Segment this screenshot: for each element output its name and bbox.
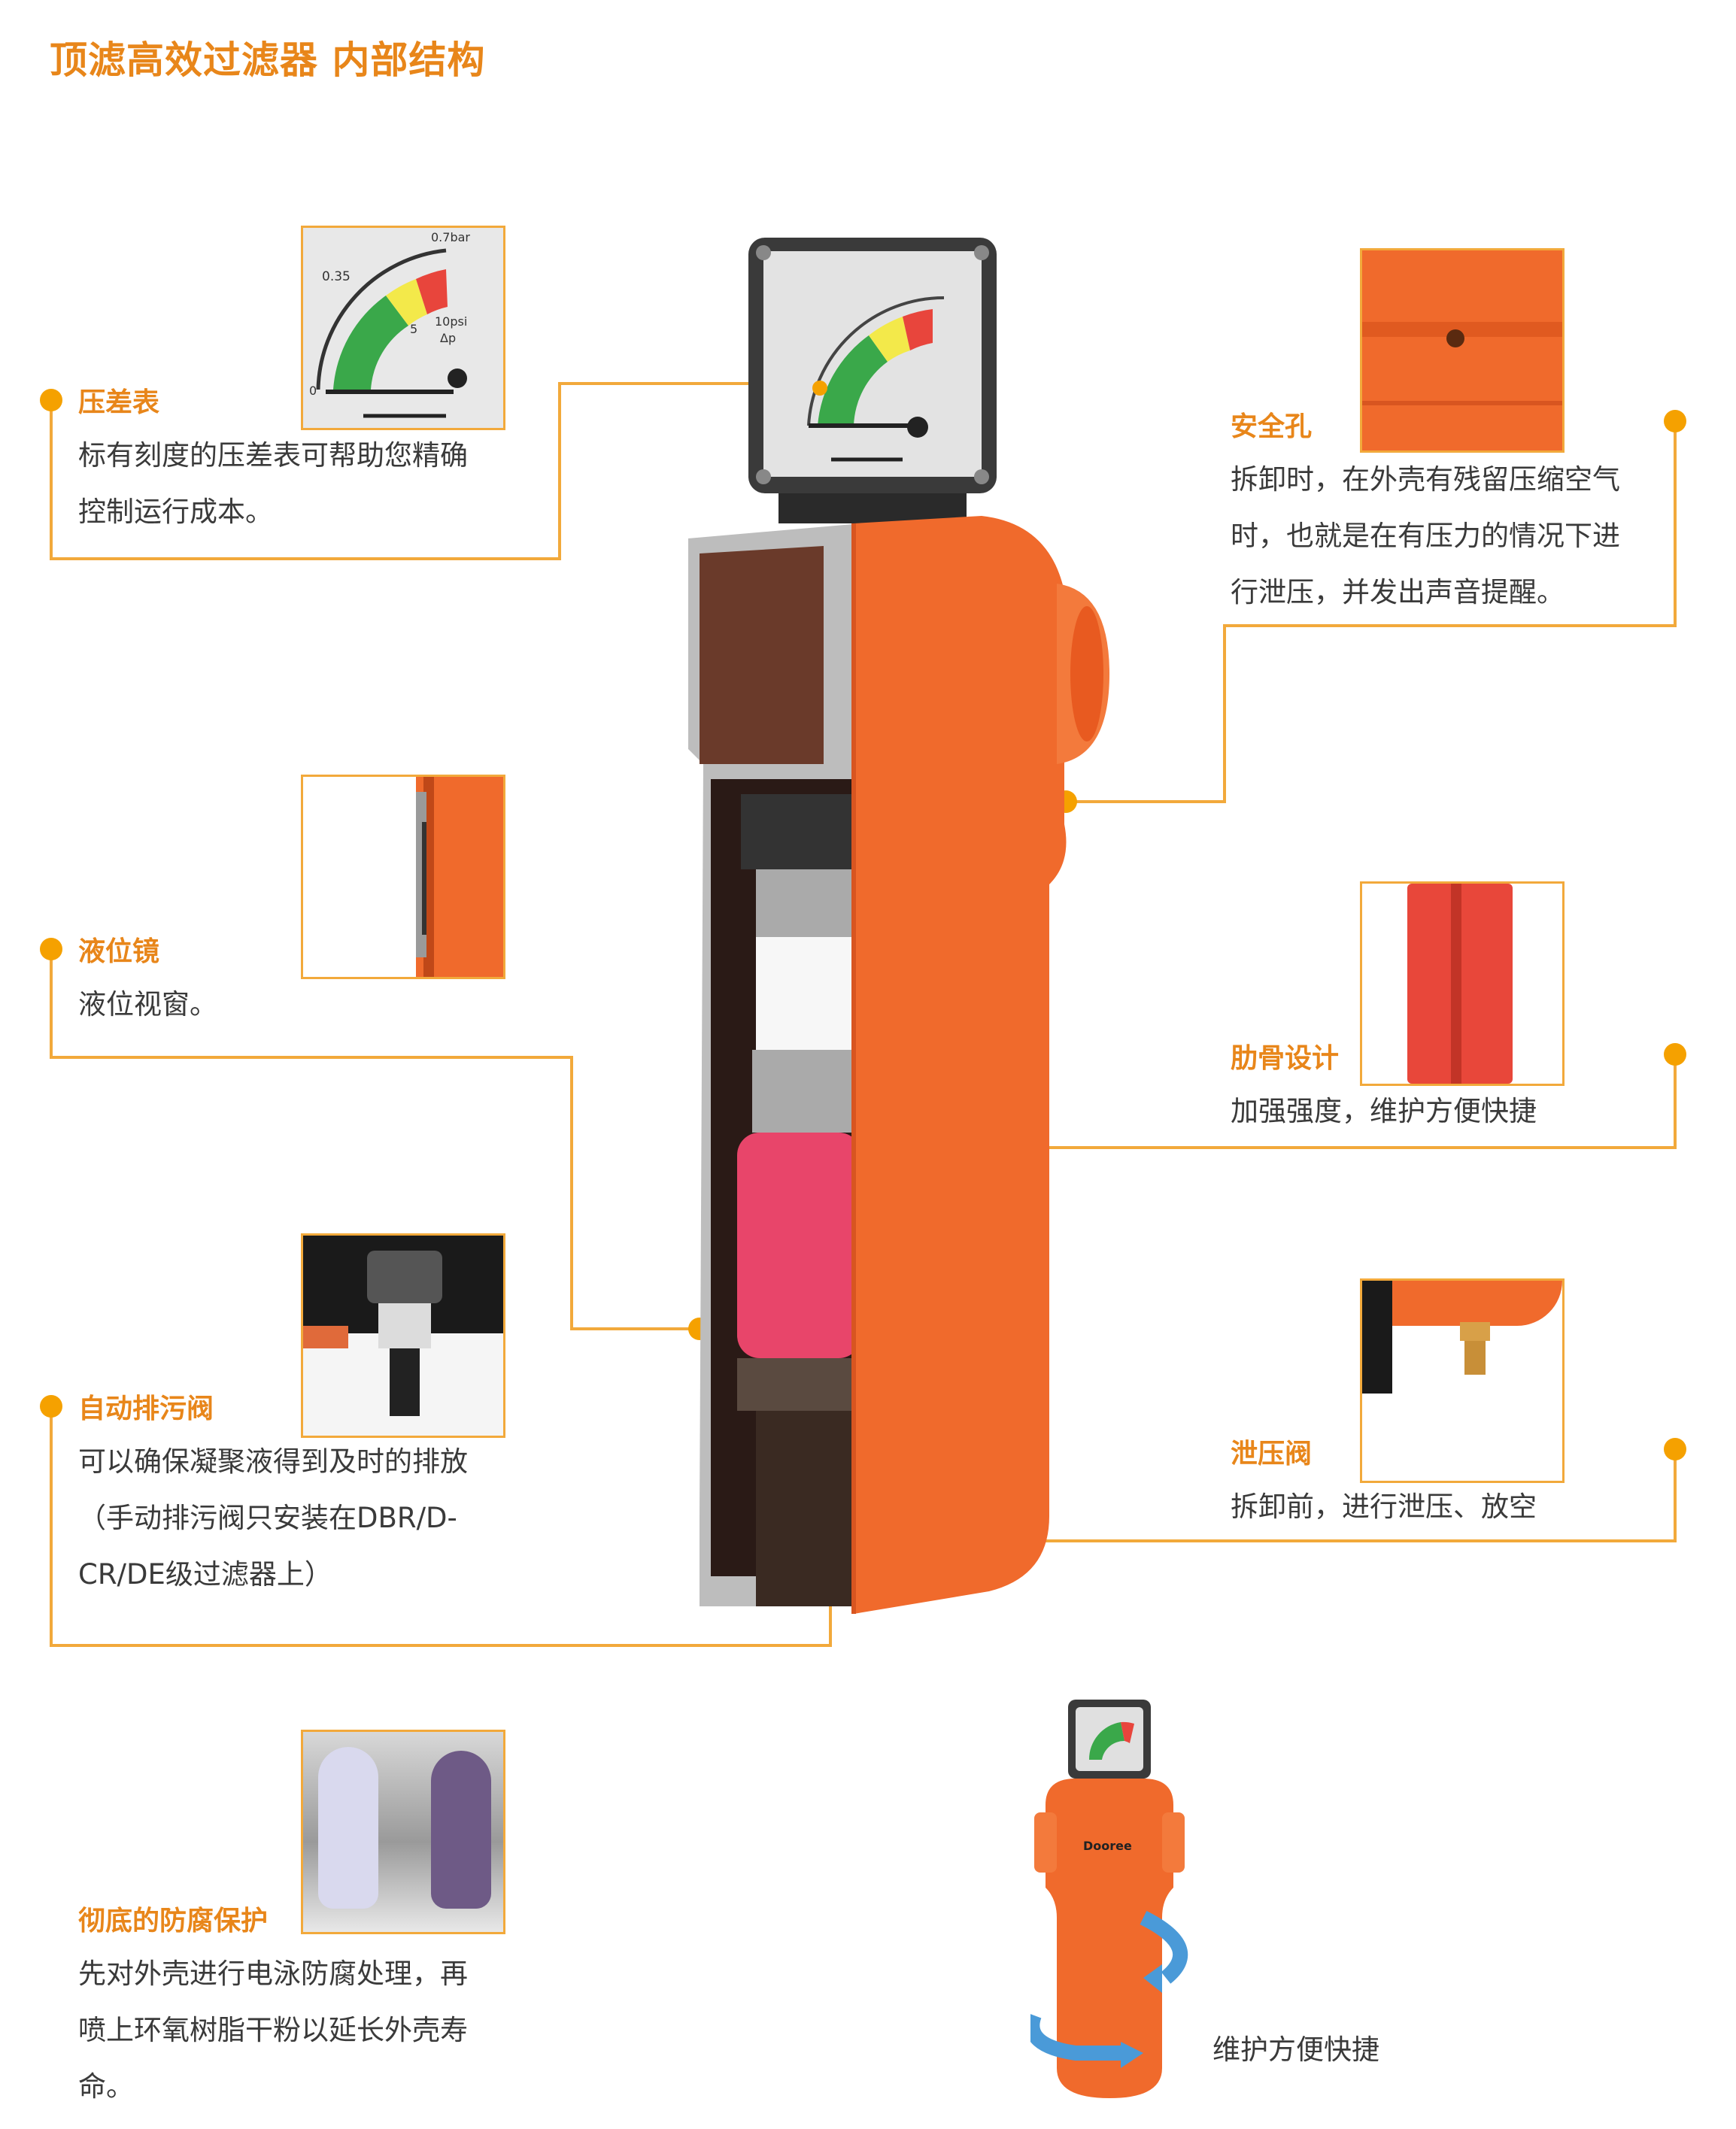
feature-title: 泄压阀 xyxy=(1231,1439,1313,1469)
feature-title: 彻底的防腐保护 xyxy=(78,1906,269,1936)
feature-safety-hole: 安全孔 拆卸时，在外壳有残留压缩空气 时，也就是在有压力的情况下进 行泄压，并发… xyxy=(1231,405,1682,620)
gauge-label-0: 0 xyxy=(309,384,317,398)
feature-text-line: 行泄压，并发出声音提醒。 xyxy=(1231,576,1565,608)
feature-text-line: 加强强度，维护方便快捷 xyxy=(1231,1095,1537,1127)
complete-filter-illustration: Dooree xyxy=(1024,1700,1211,2106)
feature-text-line: 拆卸时，在外壳有残留压缩空气 xyxy=(1231,463,1620,496)
feature-text-line: 标有刻度的压差表可帮助您精确 xyxy=(78,439,468,472)
callout-dot xyxy=(40,389,62,411)
brand-logo-text: Dooree xyxy=(1083,1839,1132,1853)
relief-valve-thumbnail xyxy=(1360,1278,1565,1483)
gauge-label-5: 5 xyxy=(410,322,417,336)
drain-valve-thumbnail xyxy=(301,1233,505,1438)
feature-sight-glass: 液位镜 液位视窗。 xyxy=(78,930,545,1033)
callout-dot xyxy=(40,938,62,960)
feature-text-line: 时，也就是在有压力的情况下进 xyxy=(1231,520,1620,552)
feature-auto-drain: 自动排污阀 可以确保凝聚液得到及时的排放 （手动排污阀只安装在DBR/D- CR… xyxy=(78,1387,560,1603)
feature-relief-valve: 泄压阀 拆卸前，进行泄压、放空 xyxy=(1231,1432,1652,1535)
feature-pressure-gauge: 压差表 标有刻度的压差表可帮助您精确 控制运行成本。 xyxy=(78,381,545,540)
gauge-label-mid: 0.35 xyxy=(322,269,351,284)
feature-text-line: 可以确保凝聚液得到及时的排放 xyxy=(78,1445,468,1478)
gauge-label-psi: 10psi xyxy=(435,314,467,329)
feature-title: 压差表 xyxy=(78,387,160,418)
feature-text-line: 拆卸前，进行泄压、放空 xyxy=(1231,1491,1537,1523)
feature-title: 自动排污阀 xyxy=(78,1394,214,1424)
feature-text-line: 命。 xyxy=(78,2070,134,2103)
feature-title: 安全孔 xyxy=(1231,411,1313,442)
gauge-label-max: 0.7bar xyxy=(431,230,470,244)
anticorrosion-thumbnail xyxy=(301,1730,505,1934)
page-title: 顶滤高效过滤器 内部结构 xyxy=(50,38,486,82)
feature-text-line: 先对外壳进行电泳防腐处理，再 xyxy=(78,1958,468,1990)
callout-dot xyxy=(1664,410,1686,432)
callout-dot xyxy=(40,1395,62,1418)
feature-title: 液位镜 xyxy=(78,936,160,967)
feature-text-line: 喷上环氧树脂干粉以延长外壳寿 xyxy=(78,2014,468,2046)
feature-anticorrosion: 彻底的防腐保护 先对外壳进行电泳防腐处理，再 喷上环氧树脂干粉以延长外壳寿 命。 xyxy=(78,1899,560,2115)
safety-hole-thumbnail xyxy=(1360,248,1565,453)
gauge-thumbnail: 0.35 0.7bar 10psi Δp 5 0 xyxy=(301,226,505,430)
feature-text-line: （手动排污阀只安装在DBR/D- xyxy=(78,1502,457,1534)
maintenance-caption: 维护方便快捷 xyxy=(1212,2033,1379,2066)
feature-text-line: 控制运行成本。 xyxy=(78,496,273,528)
feature-text-line: CR/DE级过滤器上） xyxy=(78,1558,332,1591)
rib-design-thumbnail xyxy=(1360,881,1565,1086)
feature-rib-design: 肋骨设计 加强强度，维护方便快捷 xyxy=(1231,1036,1652,1139)
callout-dot xyxy=(1664,1043,1686,1066)
filter-cutaway-illustration xyxy=(628,238,1124,1621)
gauge-label-dp: Δp xyxy=(440,331,456,345)
feature-text-line: 液位视窗。 xyxy=(78,988,217,1021)
sight-glass-thumbnail xyxy=(301,775,505,979)
callout-dot xyxy=(1664,1438,1686,1460)
feature-title: 肋骨设计 xyxy=(1231,1043,1340,1074)
